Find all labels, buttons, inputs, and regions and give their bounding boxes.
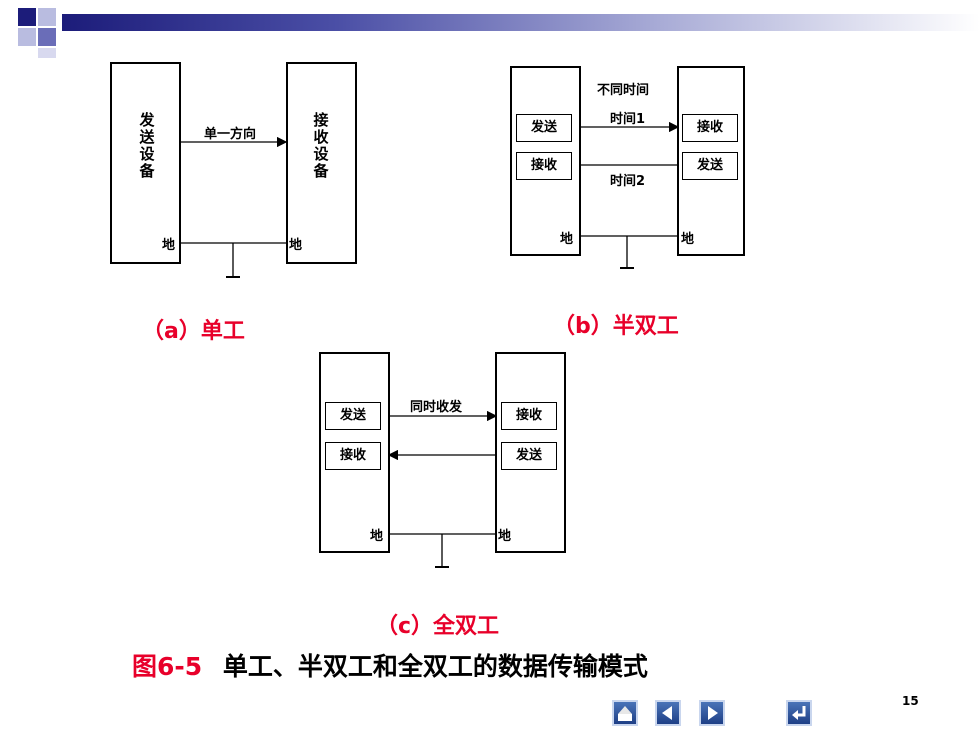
prev-button[interactable] <box>655 700 681 726</box>
b-right-bottom-cell: 发送 <box>682 152 738 180</box>
a-ground-left-label: 地 <box>162 238 176 253</box>
b-left-bottom-cell: 接收 <box>516 152 572 180</box>
header-square-2 <box>38 8 56 26</box>
next-icon <box>708 706 718 720</box>
b-header-label: 不同时间 <box>597 83 650 98</box>
c-ground-right-label: 地 <box>498 529 512 544</box>
c-left-bottom-cell: 接收 <box>325 442 381 470</box>
b-right-top-cell: 接收 <box>682 114 738 142</box>
a-sender-device: 发送设备 <box>110 62 181 264</box>
return-icon <box>792 706 806 720</box>
header-bar <box>62 14 980 31</box>
figure-number: 图6-5 <box>132 652 203 681</box>
header-square-3 <box>18 28 36 46</box>
a-receiver-device: 接收设备 <box>286 62 357 264</box>
header-square-5 <box>38 48 56 58</box>
c-right-bottom-cell: 发送 <box>501 442 557 470</box>
b-left-top-cell: 发送 <box>516 114 572 142</box>
home-icon <box>618 706 632 721</box>
b-time1-label: 时间1 <box>610 112 646 127</box>
a-ground-right-label: 地 <box>289 238 303 253</box>
header-square-1 <box>18 8 36 26</box>
home-button[interactable] <box>612 700 638 726</box>
next-button[interactable] <box>699 700 725 726</box>
b-ground-left-label: 地 <box>560 232 574 247</box>
figure-title: 图6-5 单工、半双工和全双工的数据传输模式 <box>132 647 648 683</box>
a-caption: （a）单工 <box>142 319 245 344</box>
c-right-top-cell: 接收 <box>501 402 557 430</box>
c-header-label: 同时收发 <box>410 400 463 415</box>
c-ground-left-label: 地 <box>370 529 384 544</box>
page-number: 15 <box>902 694 919 708</box>
a-direction-label: 单一方向 <box>204 127 257 142</box>
c-caption: （c）全双工 <box>376 614 500 639</box>
c-left-top-cell: 发送 <box>325 402 381 430</box>
return-button[interactable] <box>786 700 812 726</box>
a-sender-label: 发送设备 <box>139 111 155 180</box>
b-ground-right-label: 地 <box>681 232 695 247</box>
prev-icon <box>662 706 672 720</box>
b-caption: （b）半双工 <box>553 314 679 339</box>
figure-title-text: 单工、半双工和全双工的数据传输模式 <box>222 652 648 681</box>
b-time2-label: 时间2 <box>610 174 646 189</box>
header-square-4 <box>38 28 56 46</box>
a-receiver-label: 接收设备 <box>313 111 329 180</box>
